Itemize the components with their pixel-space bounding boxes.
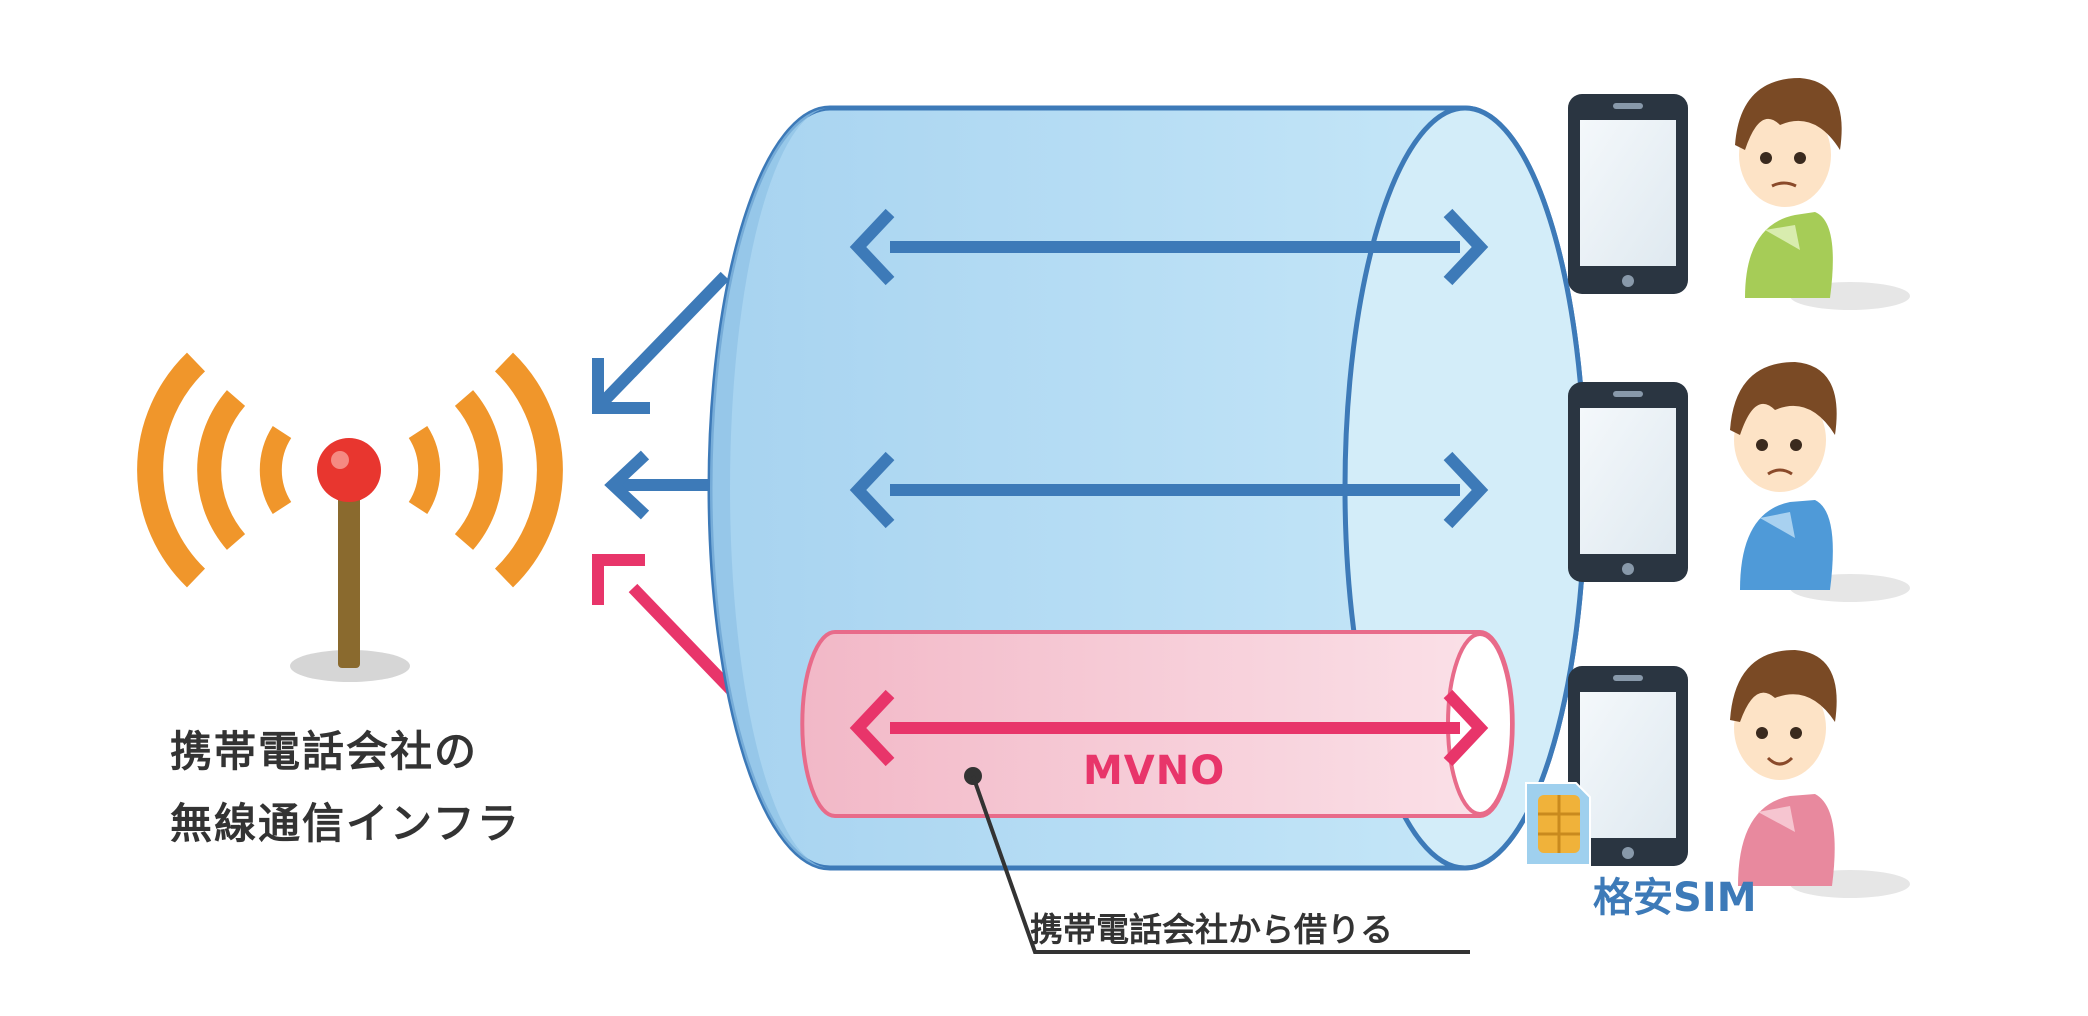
carrier-infrastructure-label-line2: 無線通信インフラ — [170, 799, 521, 848]
carrier-infrastructure-label-line1: 携帯電話会社の — [170, 727, 479, 776]
cheap-sim-label: 格安SIM — [1593, 875, 1757, 921]
smartphone-icon — [1568, 666, 1688, 866]
arrow-mvno-left-icon — [592, 554, 740, 699]
antenna-icon — [137, 352, 563, 682]
mvno-label: MVNO — [1083, 748, 1226, 794]
borrow-from-carrier-label: 携帯電話会社から借りる — [1030, 910, 1393, 949]
signal-waves-icon — [137, 352, 563, 588]
sim-card-icon — [1525, 782, 1591, 866]
double-arrow-top-icon — [849, 208, 1489, 286]
smartphone-icon — [1568, 94, 1688, 294]
smartphone-icon — [1568, 382, 1688, 582]
person-icon — [1730, 650, 1910, 898]
double-arrow-middle-icon — [849, 451, 1489, 529]
arrow-top-left-icon — [592, 271, 730, 414]
person-icon — [1730, 362, 1910, 602]
borrow-callout-line — [964, 767, 1470, 954]
connection-arrows — [592, 271, 740, 699]
double-arrow-mvno-icon — [849, 689, 1489, 767]
person-icon — [1735, 78, 1910, 310]
